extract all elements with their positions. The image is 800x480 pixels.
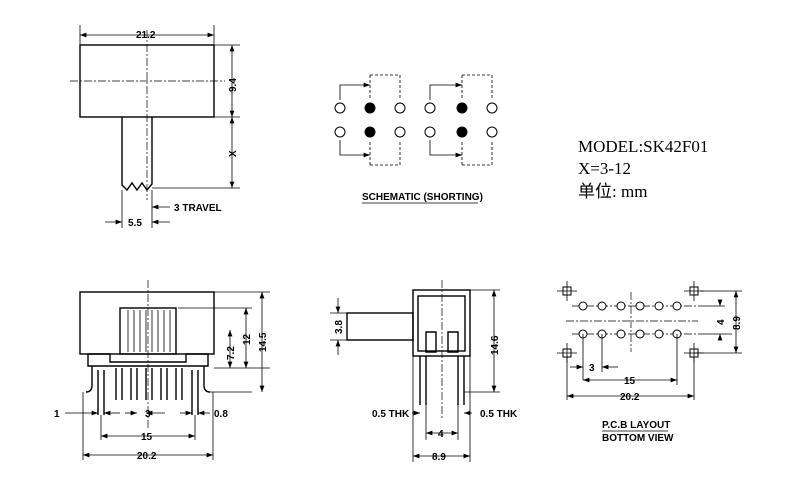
- dim-15: 15: [141, 432, 153, 443]
- dim-14-5: 14.5: [258, 332, 269, 352]
- model-x-range: X=3-12: [578, 159, 631, 178]
- pcb-dim-4: 4: [716, 319, 727, 325]
- pcb-layout: 4 8.9 3 15 20.2 P.C.B LAYOUT BOTTOM VIEW: [557, 281, 743, 444]
- dim-pin-width: 1: [54, 409, 60, 420]
- pcb-title: P.C.B LAYOUT: [602, 420, 670, 431]
- top-view: 21.2 9.4 X 5.5 3 TRAVEL: [70, 25, 240, 229]
- thk-right: 0.5 THK: [480, 409, 518, 420]
- dim-pitch: 3: [145, 409, 151, 420]
- dim-4: 4: [438, 429, 444, 440]
- dim-height: 9.4: [228, 78, 239, 92]
- dim-width: 21.2: [136, 30, 156, 41]
- model-info: MODEL:SK42F01 X=3-12 单位: mm: [578, 137, 708, 201]
- schematic: SCHEMATIC (SHORTING): [334, 74, 498, 204]
- dim-stem-width: 5.5: [128, 218, 142, 229]
- pcb-dim-8-9: 8.9: [732, 316, 743, 330]
- model-name: MODEL:SK42F01: [578, 137, 708, 156]
- pcb-subtitle: BOTTOM VIEW: [602, 433, 674, 444]
- dim-7-2: 7.2: [226, 346, 237, 360]
- front-view: 7.2 12 14.5 1 3 0.8 15 20.2: [54, 280, 270, 462]
- dim-8-9: 8.9: [432, 452, 446, 463]
- dim-14-6: 14.6: [490, 335, 501, 355]
- dim-0-8: 0.8: [214, 409, 228, 420]
- pcb-dim-20-2: 20.2: [620, 392, 640, 403]
- schematic-label: SCHEMATIC (SHORTING): [362, 192, 483, 203]
- side-view: 3.8 14.6 0.5 THK 0.5 THK 4 8.9: [330, 280, 518, 463]
- dim-x: X: [228, 150, 239, 157]
- thk-left: 0.5 THK: [372, 409, 410, 420]
- dim-20-2: 20.2: [137, 451, 157, 462]
- dim-3-8: 3.8: [334, 320, 345, 334]
- dim-12: 12: [242, 333, 253, 345]
- travel-label: 3 TRAVEL: [174, 203, 222, 214]
- model-unit: 单位: mm: [578, 182, 647, 201]
- pcb-dim-15: 15: [624, 376, 636, 387]
- pcb-dim-3: 3: [589, 363, 595, 374]
